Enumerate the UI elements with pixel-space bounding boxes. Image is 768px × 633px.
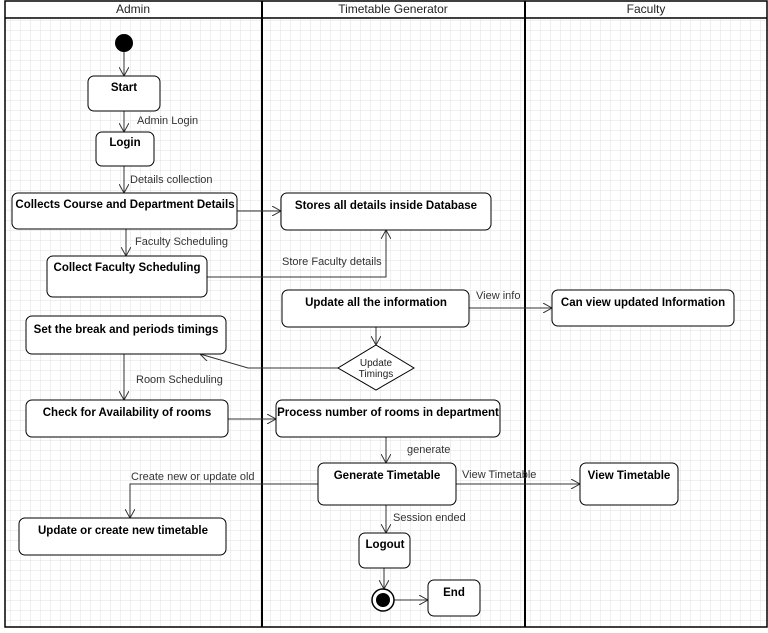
- initial-node: [115, 34, 133, 52]
- label-check-rooms: Check for Availability of rooms: [43, 407, 212, 419]
- label-login: Login: [109, 137, 140, 149]
- edge-label-store-faculty: Store Faculty details: [282, 256, 382, 268]
- edge-label-faculty-scheduling: Faculty Scheduling: [135, 236, 228, 248]
- edge-label-generate: generate: [407, 444, 450, 456]
- edge-label-details-collection: Details collection: [130, 174, 213, 186]
- edge-faculty-store: [207, 230, 386, 278]
- decision-label-line1: Update: [360, 358, 393, 369]
- edge-decision-break: [200, 354, 338, 369]
- edge-label-session-ended: Session ended: [393, 512, 466, 524]
- node-generate: [317, 462, 457, 506]
- label-collect-faculty: Collect Faculty Scheduling: [54, 262, 201, 274]
- edge-label-room-scheduling: Room Scheduling: [136, 374, 223, 386]
- node-view-timetable: [579, 462, 679, 506]
- node-update-create: [18, 517, 227, 556]
- node-check-rooms: [25, 399, 229, 438]
- swimlane-frame: [4, 0, 768, 628]
- lane-title-faculty: Faculty: [627, 2, 666, 16]
- node-collect-course: [11, 192, 238, 230]
- edge-label-view-info: View info: [476, 290, 520, 302]
- label-break-timings: Set the break and periods timings: [34, 324, 219, 336]
- node-store-db: [280, 192, 492, 231]
- edge-label-admin-login: Admin Login: [137, 115, 198, 127]
- label-store-db: Stores all details inside Database: [295, 200, 477, 212]
- label-collect-course: Collects Course and Department Details: [15, 199, 234, 211]
- label-update-info: Update all the information: [305, 297, 447, 309]
- edge-label-view-timetable: View Timetable: [462, 469, 536, 481]
- label-end: End: [443, 587, 465, 599]
- label-logout: Logout: [366, 539, 405, 551]
- node-logout: [358, 532, 411, 569]
- node-collect-faculty: [46, 255, 208, 298]
- lane-title-admin: Admin: [116, 2, 150, 16]
- swimlanes: Admin Timetable Generator Faculty: [4, 0, 768, 628]
- label-process-rooms: Process number of rooms in department: [277, 407, 499, 419]
- decision-label-line2: Timings: [359, 369, 394, 380]
- node-login: [95, 131, 155, 167]
- node-process-rooms: [275, 399, 501, 438]
- node-start: [87, 75, 161, 112]
- label-start: Start: [111, 82, 137, 94]
- node-end: [427, 579, 481, 617]
- edges: [124, 52, 580, 600]
- label-update-create: Update or create new timetable: [38, 525, 208, 537]
- label-generate: Generate Timetable: [334, 470, 441, 482]
- node-view-info: [551, 289, 735, 327]
- final-node: [371, 588, 395, 612]
- label-view-timetable: View Timetable: [588, 470, 671, 482]
- decision-node: [337, 344, 415, 391]
- node-break-timings: [25, 315, 227, 355]
- edge-label-create-update: Create new or update old: [131, 471, 255, 483]
- label-view-info: Can view updated Information: [561, 297, 725, 309]
- node-update-info: [281, 289, 470, 328]
- edge-generate-update: [130, 483, 318, 518]
- lane-title-timetable-generator: Timetable Generator: [338, 2, 448, 16]
